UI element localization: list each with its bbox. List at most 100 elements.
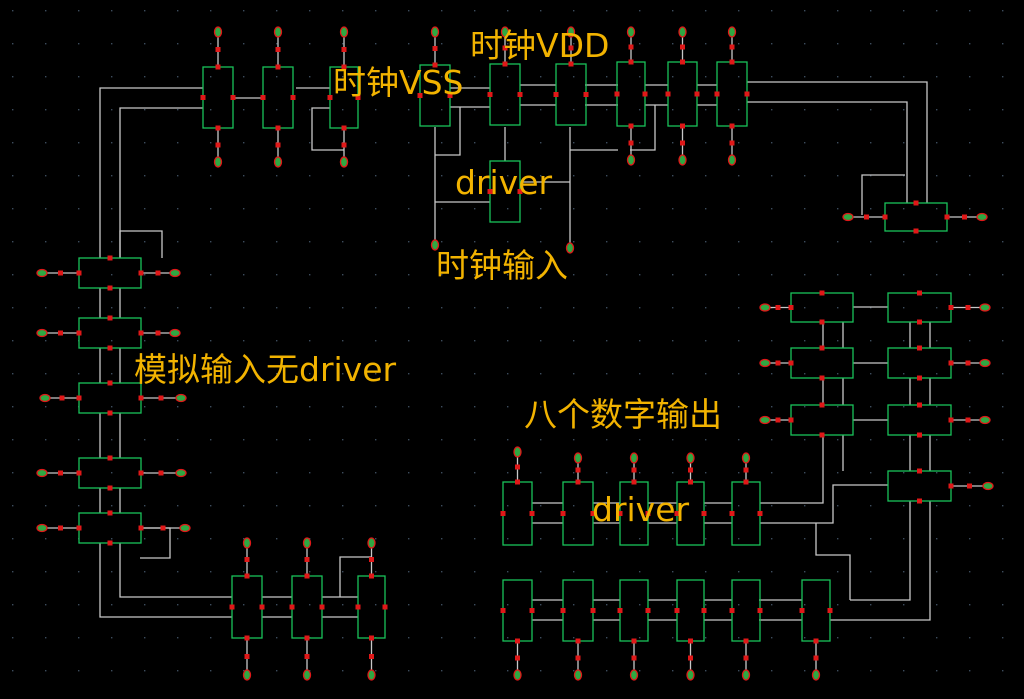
wire [311, 107, 344, 151]
grid-dot [804, 274, 806, 276]
grid-dot [474, 307, 476, 309]
grid-dot [375, 439, 377, 441]
pin [680, 44, 685, 50]
pad [339, 26, 349, 38]
grid-dot [672, 439, 674, 441]
grid-dot [639, 472, 641, 474]
grid-dots [12, 10, 1004, 672]
grid-dot [441, 109, 443, 111]
pin [417, 93, 423, 98]
pin [882, 214, 888, 220]
grid-dot [243, 406, 245, 408]
grid-dot [936, 604, 938, 606]
pin [76, 525, 82, 531]
grid-dot [78, 109, 80, 111]
grid-dot [144, 670, 146, 672]
grid-dot [936, 175, 938, 177]
grid-dot [936, 472, 938, 474]
grid-dot [804, 142, 806, 144]
grid-dot [705, 505, 707, 507]
grid-dot [771, 241, 773, 243]
grid-dot [210, 175, 212, 177]
pad [367, 537, 376, 549]
pin [107, 510, 113, 516]
cells [36, 26, 994, 681]
pin [369, 654, 374, 659]
grid-dot [606, 538, 608, 540]
pin [948, 483, 954, 489]
grid-dot [540, 373, 542, 375]
pin [967, 483, 972, 489]
pin [215, 142, 221, 148]
cell [502, 579, 533, 642]
grid-dot [639, 505, 641, 507]
grid-dot [144, 571, 146, 573]
pin [628, 123, 634, 129]
grid-dot [870, 208, 872, 210]
pin [729, 44, 735, 50]
pin [864, 214, 869, 220]
grid-dot [309, 472, 311, 474]
grid-dot [111, 43, 113, 45]
pin [575, 467, 581, 473]
grid-dot [507, 208, 509, 210]
grid-dot [969, 208, 971, 210]
grid-dot [309, 10, 311, 12]
pin [743, 479, 749, 485]
grid-dot [672, 340, 674, 342]
pin [59, 395, 65, 401]
pin [575, 638, 581, 644]
pin [341, 64, 347, 70]
grid-dot [936, 505, 938, 507]
grid-dot [342, 274, 344, 276]
pad [686, 669, 695, 681]
grid-dot [1002, 10, 1004, 12]
grid-dot [540, 175, 542, 177]
pin [355, 604, 361, 610]
pin [432, 62, 438, 68]
grid-dot [639, 208, 641, 210]
grid-dot [936, 439, 938, 441]
grid-dot [573, 241, 575, 243]
grid-dot [903, 76, 905, 78]
grid-dot [309, 604, 311, 606]
grid-dot [309, 571, 311, 573]
grid-dot [474, 76, 476, 78]
wire [119, 230, 163, 258]
grid-dot [804, 604, 806, 606]
grid-dot [342, 406, 344, 408]
pin [275, 142, 281, 148]
cell [884, 202, 948, 232]
label-eight-digital-outputs: 八个数字输出 [524, 395, 722, 434]
pin [965, 360, 971, 366]
grid-dot [12, 142, 14, 144]
grid-dot [672, 307, 674, 309]
grid-dot [243, 109, 245, 111]
grid-dot [738, 142, 740, 144]
grid-dot [177, 439, 179, 441]
pad [626, 26, 636, 38]
grid-dot [837, 274, 839, 276]
grid-dot [243, 670, 245, 672]
grid-dot [441, 43, 443, 45]
grid-dot [111, 175, 113, 177]
grid-dot [276, 76, 278, 78]
wire [760, 484, 888, 524]
grid-dot [276, 505, 278, 507]
grid-dot [441, 175, 443, 177]
grid-dot [903, 472, 905, 474]
pin [369, 557, 374, 562]
pin [341, 125, 347, 131]
grid-dot [342, 241, 344, 243]
grid-dot [804, 571, 806, 573]
cell [616, 61, 646, 127]
grid-dot [1002, 538, 1004, 540]
grid-dot [738, 637, 740, 639]
grid-dot [309, 505, 311, 507]
grid-dot [573, 505, 575, 507]
grid-dot [540, 142, 542, 144]
grid-dot [903, 175, 905, 177]
grid-dot [408, 76, 410, 78]
grid-dot [738, 670, 740, 672]
cell [731, 481, 761, 546]
